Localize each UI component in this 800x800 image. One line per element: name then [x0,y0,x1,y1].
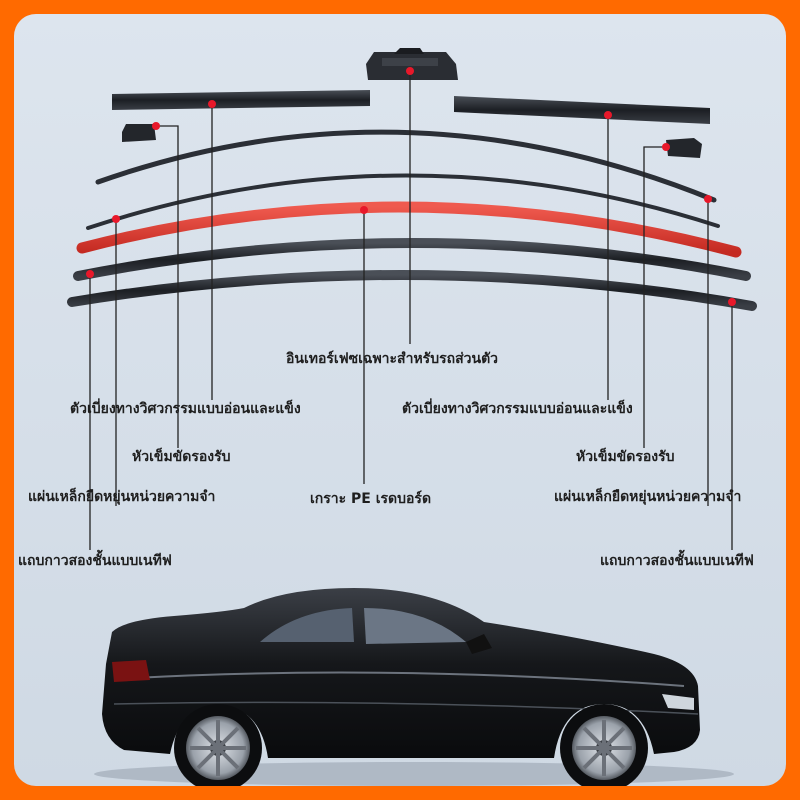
spoiler-strip-right [454,96,710,124]
label-cap-left: หัวเข็มขัดรองรับ [132,449,231,465]
label-spoiler-right: ตัวเบี่ยงทางวิศวกรรมแบบอ่อนและแข็ง [402,401,633,417]
label-pe: เกราะ PE เรดบอร์ด [310,491,432,507]
steel-strip-lower [86,173,720,230]
label-adapter: อินเทอร์เฟซเฉพาะสำหรับรถส่วนตัว [286,351,499,367]
car-illustration [94,588,734,786]
label-tape-right: แถบกาวสองชั้นแบบเนทีฟ [600,553,754,569]
marker-dots [86,67,736,306]
steel-strip-upper [95,129,717,203]
diagram-frame: อินเทอร์เฟซเฉพาะสำหรับรถส่วนตัว ตัวเบี่ย… [14,14,786,786]
spoiler-strip-left [112,90,370,110]
leader-lines [89,72,733,550]
rubber-strip-upper [73,238,751,281]
rubber-strip-lower [67,269,757,311]
wiper-parts-diagram [67,48,757,786]
pe-red-strip [76,201,742,258]
label-steel-right: แผ่นเหล็กยืดหยุ่นหน่วยความจำ [554,489,742,505]
end-cap-icon [666,138,702,158]
label-steel-left: แผ่นเหล็กยืดหยุ่นหน่วยความจำ [28,489,216,505]
label-cap-right: หัวเข็มขัดรองรับ [576,449,675,465]
label-spoiler-left: ตัวเบี่ยงทางวิศวกรรมแบบอ่อนและแข็ง [70,401,301,417]
wiper-adapter-icon [366,48,458,80]
end-cap-icon [122,124,156,142]
label-tape-left: แถบกาวสองชั้นแบบเนทีฟ [18,553,172,569]
